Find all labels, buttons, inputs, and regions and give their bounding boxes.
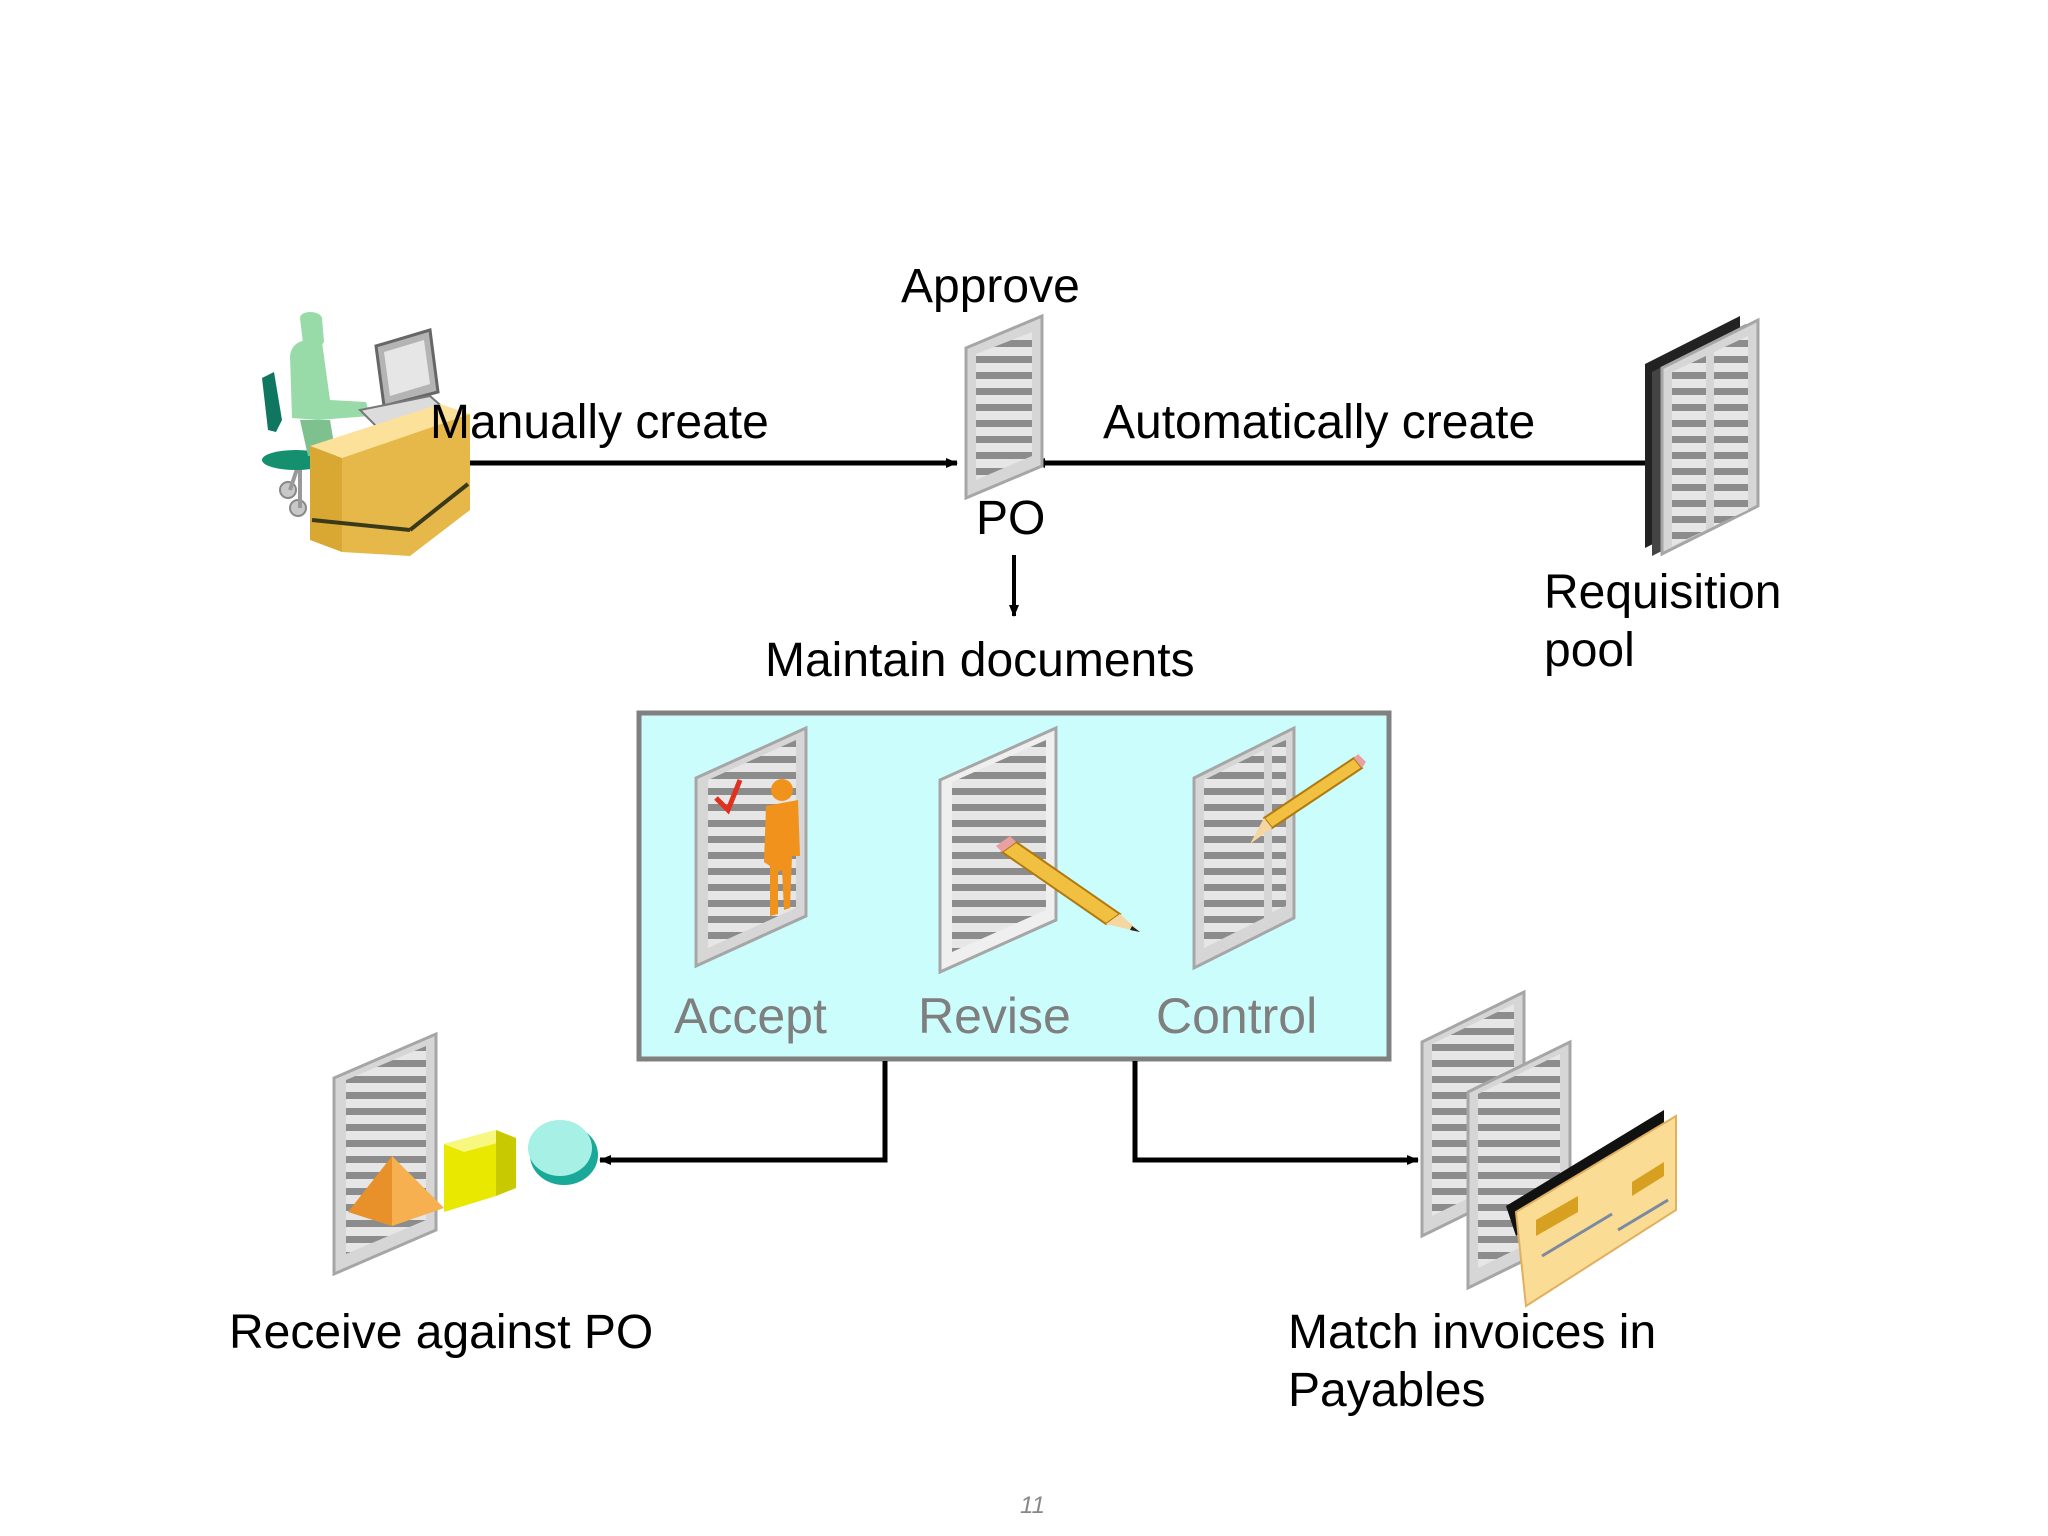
receive-against-po-label: Receive against PO	[229, 1306, 654, 1359]
requisition-binder-icon	[1645, 316, 1760, 557]
control-label: Control	[1156, 988, 1318, 1044]
to-match-connector	[1132, 1061, 1419, 1165]
automatically-create-label: Automatically create	[1103, 396, 1536, 449]
maintain-documents-label: Maintain documents	[765, 634, 1195, 687]
revise-label: Revise	[918, 988, 1071, 1044]
manually-create-label: Manually create	[430, 396, 769, 449]
accept-document-icon	[694, 725, 808, 969]
to-receive-connector	[599, 1061, 888, 1165]
receipt-document-icon	[332, 1031, 598, 1277]
page-number: 11	[1020, 1492, 1045, 1519]
accept-label: Accept	[674, 988, 827, 1044]
approve-label: Approve	[901, 260, 1080, 313]
match-invoices-line1: Match invoices in	[1288, 1306, 1657, 1359]
invoice-documents-icon	[1420, 989, 1677, 1308]
po-document-icon	[964, 313, 1044, 501]
requisition-pool-label: Requisition pool	[1544, 564, 1781, 679]
match-invoices-line2: Payables	[1288, 1363, 1486, 1417]
revise-document-icon	[938, 725, 1140, 975]
person-at-desk-icon	[262, 312, 470, 556]
match-invoices-label: Match invoices in Payables	[1288, 1304, 1656, 1419]
control-document-icon	[1192, 725, 1366, 971]
po-label: PO	[976, 492, 1046, 545]
requisition-pool-line1: Requisition	[1544, 566, 1782, 619]
requisition-pool-line2: pool	[1544, 623, 1635, 677]
